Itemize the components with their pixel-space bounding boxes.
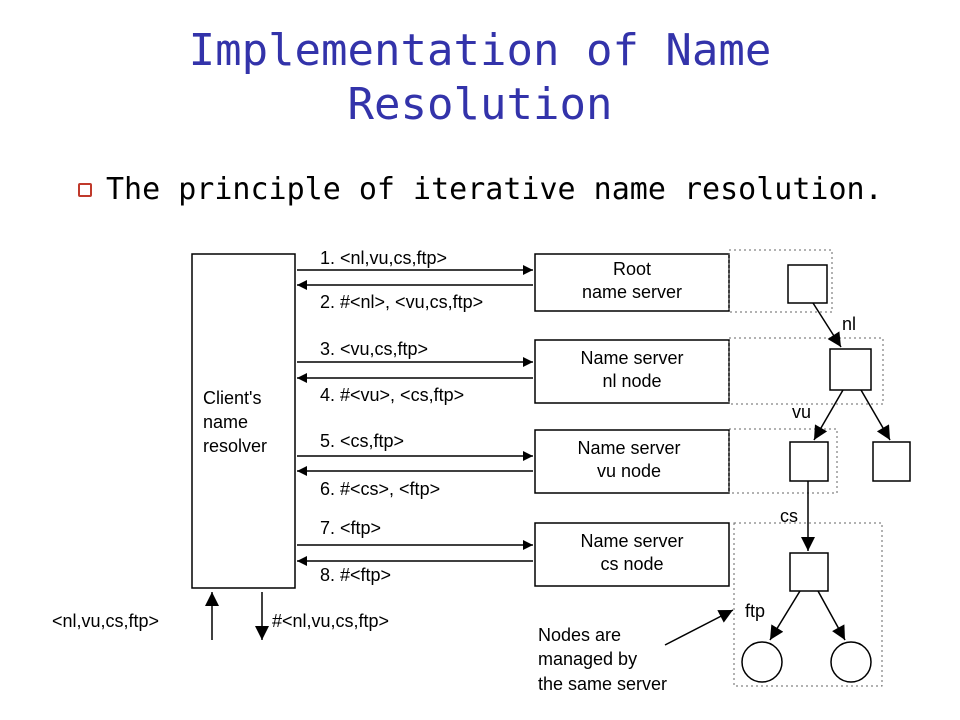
bullet-text: The principle of iterative name resoluti… xyxy=(106,172,883,207)
server-nl-line2: nl node xyxy=(602,371,661,391)
tree-node-root xyxy=(787,264,828,304)
client-io xyxy=(205,592,269,640)
tree-node-cs xyxy=(789,552,829,592)
edge-cs-other xyxy=(817,590,846,641)
edge-label-ftp: ftp xyxy=(745,601,765,621)
tree-leaf-ftp xyxy=(741,641,783,683)
tree-node-sibling xyxy=(872,441,911,482)
note-line-1: Nodes are xyxy=(538,625,621,645)
title-line-1: Implementation of Name xyxy=(188,25,772,76)
client-label-3: resolver xyxy=(203,436,267,456)
edge-nl-sibling xyxy=(860,389,891,441)
bullet-item: The principle of iterative name resoluti… xyxy=(78,172,883,207)
edge-label-cs: cs xyxy=(780,506,798,526)
client-label-1: Client's xyxy=(203,388,261,408)
server-cs-line1: Name server xyxy=(580,531,683,551)
server-box-root xyxy=(534,253,730,312)
input-label: <nl,vu,cs,ftp> xyxy=(52,611,159,631)
group-root xyxy=(728,249,833,313)
edge-label-vu: vu xyxy=(792,402,811,422)
tree-node-nl xyxy=(829,348,872,391)
server-cs-line2: cs node xyxy=(600,554,663,574)
note-line-3: the same server xyxy=(538,674,667,694)
name-tree xyxy=(741,264,911,683)
message-arrows xyxy=(297,265,533,566)
message-label-7: 7. <ftp> xyxy=(320,518,381,538)
group-cs xyxy=(733,522,883,687)
edge-label-nl: nl xyxy=(842,314,856,334)
message-label-2: 2. #<nl>, <vu,cs,ftp> xyxy=(320,292,483,312)
server-cs: Name server cs node xyxy=(534,522,730,587)
server-box-cs xyxy=(534,522,730,587)
server-vu-line1: Name server xyxy=(577,438,680,458)
server-vu-line2: vu node xyxy=(597,461,661,481)
note-pointer-arrow xyxy=(664,609,734,646)
group-nl xyxy=(728,337,884,405)
bullet-square-icon xyxy=(78,182,92,197)
message-label-3: 3. <vu,cs,ftp> xyxy=(320,339,428,359)
tree-leaf-other xyxy=(830,641,872,683)
tree-node-vu xyxy=(789,441,829,482)
edge-root-nl xyxy=(812,302,842,348)
slide-title: Implementation of Name Resolution xyxy=(0,24,960,132)
server-nl: Name server nl node xyxy=(534,339,730,404)
client-resolver: Client's name resolver xyxy=(191,253,296,589)
title-line-2: Resolution xyxy=(347,79,613,130)
note-line-2: managed by xyxy=(538,649,637,669)
message-label-1: 1. <nl,vu,cs,ftp> xyxy=(320,248,447,268)
client-label-2: name xyxy=(203,412,248,432)
server-nl-line1: Name server xyxy=(580,348,683,368)
client-resolver-box xyxy=(191,253,296,589)
message-labels: 1. <nl,vu,cs,ftp> 2. #<nl>, <vu,cs,ftp> … xyxy=(320,248,483,585)
server-root-line2: name server xyxy=(582,282,682,302)
message-label-5: 5. <cs,ftp> xyxy=(320,431,404,451)
server-vu: Name server vu node xyxy=(534,429,730,494)
node-groups xyxy=(728,249,884,687)
server-root-line1: Root xyxy=(613,259,651,279)
message-label-8: 8. #<ftp> xyxy=(320,565,391,585)
message-label-6: 6. #<cs>, <ftp> xyxy=(320,479,440,499)
group-vu xyxy=(728,428,838,494)
output-label: #<nl,vu,cs,ftp> xyxy=(272,611,389,631)
edge-cs-ftp xyxy=(769,590,801,641)
message-label-4: 4. #<vu>, <cs,ftp> xyxy=(320,385,464,405)
server-root: Root name server xyxy=(534,253,730,312)
edge-nl-vu xyxy=(813,389,844,441)
